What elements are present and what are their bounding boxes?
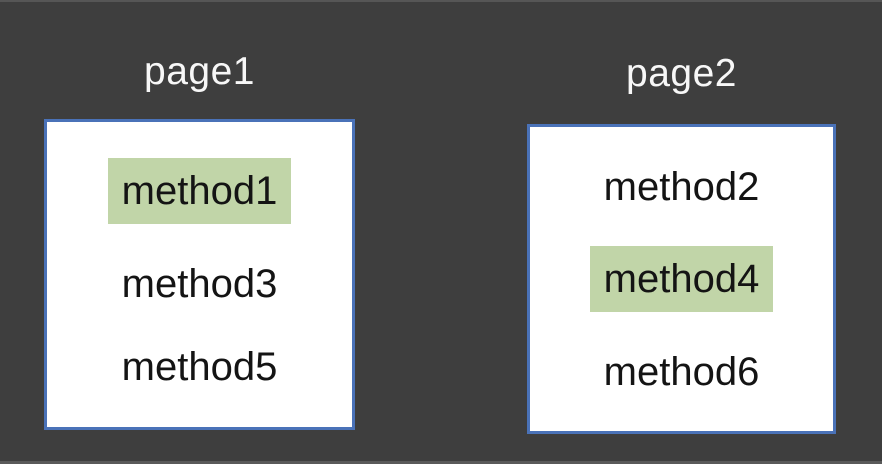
page1-method1-highlighted: method1 xyxy=(107,157,292,224)
page2-method4-highlighted: method4 xyxy=(589,246,774,312)
page1-box: method1 method3 method5 xyxy=(44,119,355,430)
page2-method2: method2 xyxy=(603,164,760,209)
page2-box: method2 method4 method6 xyxy=(527,124,836,434)
page2-method6: method6 xyxy=(603,349,760,394)
page2-title: page2 xyxy=(626,52,737,95)
page1-method3: method3 xyxy=(121,261,278,306)
page1-title: page1 xyxy=(144,50,255,93)
page1-method5: method5 xyxy=(121,345,278,390)
